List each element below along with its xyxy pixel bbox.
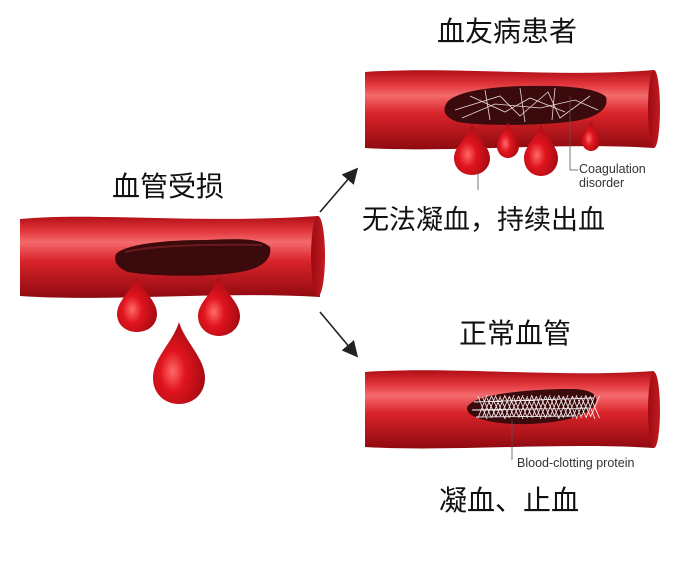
coagulation-disorder-label: Coagulation disorder (579, 162, 646, 191)
damaged-vessel-label: 血管受损 (112, 170, 225, 203)
blood-drop (582, 120, 600, 151)
blood-drop (454, 124, 490, 175)
blood-drop (497, 122, 519, 158)
blood-clotting-protein-label: Blood-clotting protein (517, 456, 635, 470)
vessel-end (648, 372, 660, 448)
clot-stop-caption: 凝血、止血 (439, 484, 580, 517)
vessel-wound (444, 85, 607, 125)
arrow-to-hemophilia (319, 167, 359, 213)
cannot-clot-caption: 无法凝血，持续出血 (362, 205, 605, 236)
vessel-end (311, 216, 325, 296)
normal-vessel-label: 正常血管 (459, 317, 572, 350)
vessel-end (648, 70, 660, 148)
incomplete-clot-mesh (454, 87, 599, 123)
blood-drop (524, 124, 558, 176)
blood-drop (153, 322, 205, 404)
hemophilia-vessel (365, 70, 660, 150)
hemophilia-patient-label: 血友病患者 (437, 15, 578, 48)
blood-drop (198, 276, 240, 336)
normal-vessel (365, 370, 660, 449)
clot-mesh (471, 394, 600, 420)
arrow-to-normal (319, 311, 359, 358)
blood-drop (117, 276, 157, 332)
damaged-vessel (20, 216, 325, 298)
